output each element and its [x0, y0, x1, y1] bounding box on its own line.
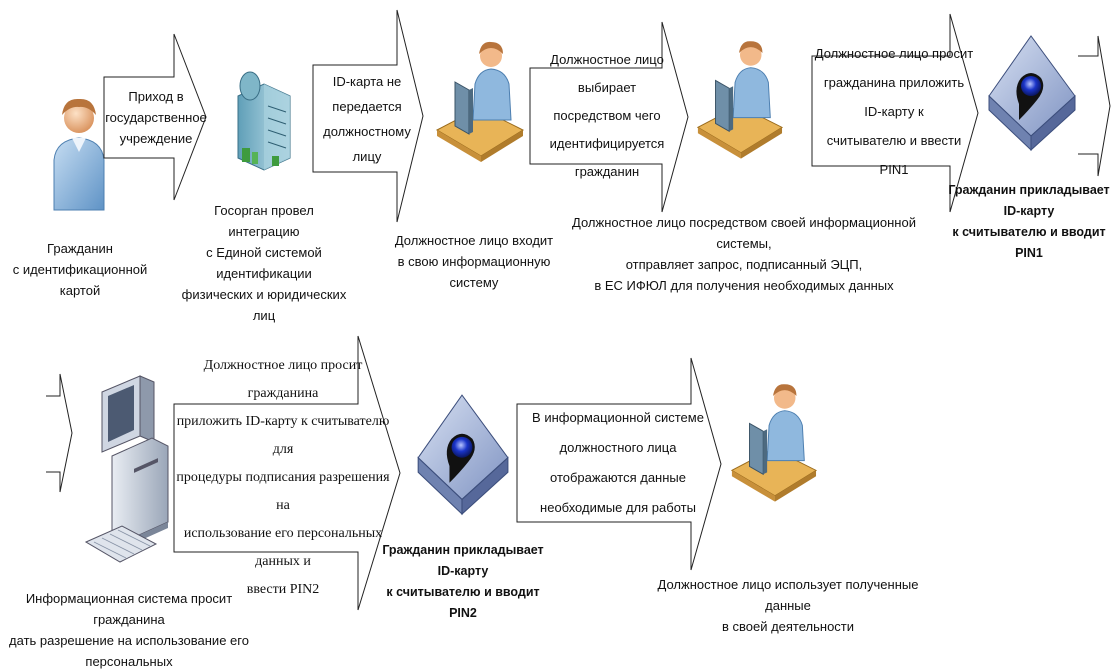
arrow-continuation-left — [46, 373, 73, 493]
arrow-step-6-text: В информационной системе должностного ли… — [532, 410, 704, 515]
arrow-continuation-right — [1078, 35, 1111, 177]
official-at-desk-icon — [728, 378, 818, 506]
official3-caption: Должностное лицо использует полученные д… — [657, 577, 919, 634]
computer-icon — [82, 372, 178, 576]
official2-caption: Должностное лицо посредством своей инфор… — [572, 215, 916, 293]
arrow-step-6: В информационной системе должностного ли… — [516, 357, 722, 571]
citizen-icon — [48, 90, 110, 212]
official-at-desk-icon — [433, 38, 525, 164]
card-reader-icon — [414, 386, 510, 544]
arrow-step-3: Должностное лицо выбирает посредством че… — [529, 21, 689, 213]
building-icon — [228, 66, 300, 174]
arrow-step-5-text: Должностное лицо просит гражданина прило… — [176, 358, 390, 597]
arrow-step-1: Приход в государственное учреждение — [103, 33, 207, 201]
gov-caption: Госорган провел интеграцию с Единой сист… — [181, 203, 347, 323]
reader2-caption: Гражданин прикладывает ID-карту к считыв… — [382, 543, 544, 620]
official1-caption: Должностное лицо входит в свою информаци… — [394, 233, 554, 290]
official-at-desk-icon — [694, 36, 784, 162]
arrow-step-4: Должностное лицо просит гражданина прило… — [811, 13, 979, 213]
arrow-step-5: Должностное лицо просит гражданина прило… — [173, 335, 401, 611]
reader1-caption: Гражданин прикладывает ID-карту к считыв… — [948, 183, 1110, 260]
arrow-step-1-text: Приход в государственное учреждение — [105, 89, 207, 146]
card-reader-icon — [985, 28, 1077, 178]
arrow-step-2-text: ID-карта не передается должностному лицу — [323, 73, 411, 164]
arrow-step-3-text: Должностное лицо выбирает посредством че… — [549, 52, 665, 179]
citizen-caption: Гражданин с идентификационной картой — [12, 241, 148, 298]
arrow-step-2: ID-карта не передается должностному лицу — [312, 9, 424, 223]
arrow-step-4-text: Должностное лицо просит гражданина прило… — [814, 45, 974, 177]
